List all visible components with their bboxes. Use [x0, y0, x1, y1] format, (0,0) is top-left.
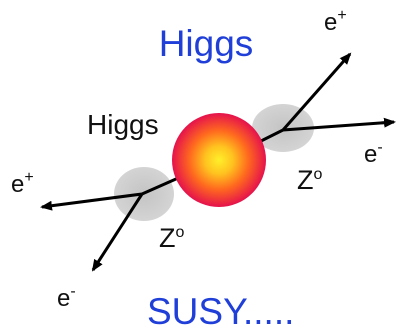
electron-charge: -: [377, 139, 382, 156]
z-boson-label-right: Zo: [297, 165, 323, 195]
electron-charge: -: [70, 283, 75, 300]
z-boson-symbol: Z: [297, 165, 314, 195]
diagram-footer: SUSY.....: [147, 291, 294, 332]
electron-symbol: e: [364, 141, 377, 168]
higgs-particle-label: Higgs: [87, 109, 159, 140]
positron-label-left: e+: [11, 169, 34, 198]
diagram-title: Higgs: [159, 23, 254, 64]
electron-label-bottom-left: e-: [57, 283, 76, 312]
electron-label-right: e-: [364, 139, 383, 168]
electron-track-left: [91, 193, 144, 272]
z-boson-symbol: Z: [159, 223, 176, 253]
z-boson-label-left: Zo: [159, 223, 185, 253]
positron-charge: +: [337, 7, 346, 24]
electron-symbol: e: [324, 9, 337, 36]
positron-track-right: [281, 52, 352, 131]
electron-symbol: e: [11, 171, 24, 198]
positron-label-top-right: e+: [324, 7, 347, 36]
electron-symbol: e: [57, 285, 70, 312]
electron-track-right: [282, 117, 396, 132]
positron-track-left: [40, 192, 143, 211]
z-boson-superscript: o: [314, 166, 323, 183]
higgs-particle: [172, 113, 266, 207]
positron-charge: +: [24, 169, 33, 186]
z-boson-superscript: o: [176, 224, 185, 241]
